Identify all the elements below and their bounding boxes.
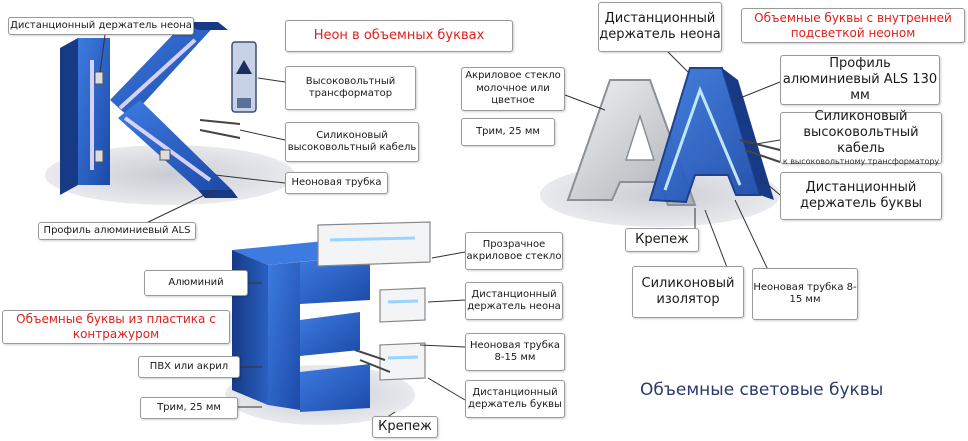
label-e-neon-tube: Неоновая трубка 8-15 мм (465, 333, 565, 371)
letter-e-neon-tube (329, 236, 419, 360)
letter-a-illustration (540, 67, 781, 227)
letter-k-holder (159, 149, 171, 161)
label-e-remote-holder-letter: Дистанционный держатель буквы (465, 380, 565, 418)
letter-k-lower-arm-side (198, 190, 238, 198)
letter-k-leader-lines (99, 34, 286, 227)
letter-e-top-bar (300, 255, 370, 304)
label-a-silicone-cable-sub: к высоковольтному трансформатору (782, 157, 940, 167)
label-e-remote-holder-neon: Дистанционный держатель неона (465, 282, 563, 320)
label-a-fastener: Крепеж (625, 228, 699, 252)
letter-k-cable (199, 119, 241, 139)
label-a-neon-tube: Неоновая трубка 8-15 мм (752, 268, 858, 320)
label-e-clear-acrylic: Прозрачное акриловое стекло (465, 232, 563, 270)
label-e-aluminium: Алюминий (144, 270, 248, 296)
label-a-silicone-cable: Силиконовый высоковольтный кабель к высо… (780, 108, 942, 167)
letter-a-leader-lines (564, 43, 781, 271)
letter-e-acrylic-layer (379, 287, 426, 323)
letter-e-middle-bar (300, 312, 360, 356)
letter-k-illustration (45, 22, 295, 205)
heading-neon-in-letters: Неон в объемных буквах (285, 20, 513, 52)
label-k-remote-holder-neon: Дистанционный держатель неона (8, 17, 194, 35)
label-e-fastener: Крепеж (372, 416, 438, 438)
letter-e-acrylic-layer (317, 221, 431, 267)
letter-a-cable (739, 139, 781, 163)
label-k-hv-transformer: Высоковольтный трансформатор (285, 66, 416, 110)
letter-a-acrylic-hole (624, 113, 656, 161)
transformer-body (231, 41, 257, 113)
label-k-neon-tube: Неоновая трубка (285, 172, 388, 194)
heading-plastic-contour: Объемные буквы из пластика с контражуром (2, 310, 230, 344)
label-a-silicone-insulator: Силиконовый изолятор (632, 266, 744, 318)
label-k-als-profile: Профиль алюминиевый ALS (38, 222, 196, 240)
label-e-trim: Трим, 25 мм (140, 397, 238, 419)
letter-a-neon-tube (663, 85, 742, 191)
letter-k-stem-side (60, 38, 78, 195)
label-e-pvc-acrylic: ПВХ или акрил (138, 356, 240, 378)
letter-e-cable (354, 349, 391, 373)
letter-k-lower-arm (118, 100, 232, 190)
letter-e-bottom-bar (300, 364, 370, 412)
label-a-als-profile: Профиль алюминиевый ALS 130 мм (780, 55, 940, 105)
caption-volumetric-letters: Объемные световые буквы (640, 380, 884, 400)
letter-e-front-spine (268, 262, 300, 410)
letter-k-neon-tube (90, 38, 212, 182)
letter-k-upper-arm-side (185, 22, 228, 30)
letter-k-holder (94, 149, 104, 163)
letter-k-holder (94, 71, 104, 85)
letter-e-illustration (225, 221, 431, 425)
label-a-trim: Трим, 25 мм (461, 118, 555, 146)
label-a-remote-holder-letter: Дистанционный держатель буквы (780, 172, 942, 220)
letter-e-acrylic-layer (379, 342, 426, 381)
heading-internal-neon: Объемные буквы с внутренней подсветкой н… (741, 8, 965, 43)
transformer-cap (237, 98, 251, 108)
label-a-remote-holder-neon: Дистанционный держатель неона (598, 2, 722, 52)
letter-a-blue-side (722, 68, 774, 200)
label-a-silicone-cable-main: Силиконовый высоковольтный кабель (803, 108, 919, 157)
label-a-acrylic-glass: Акриловое стекло молочное или цветное (461, 67, 565, 111)
label-k-silicone-cable: Силиконовый высоковольтный кабель (285, 122, 419, 162)
transformer-arrow (236, 60, 252, 74)
